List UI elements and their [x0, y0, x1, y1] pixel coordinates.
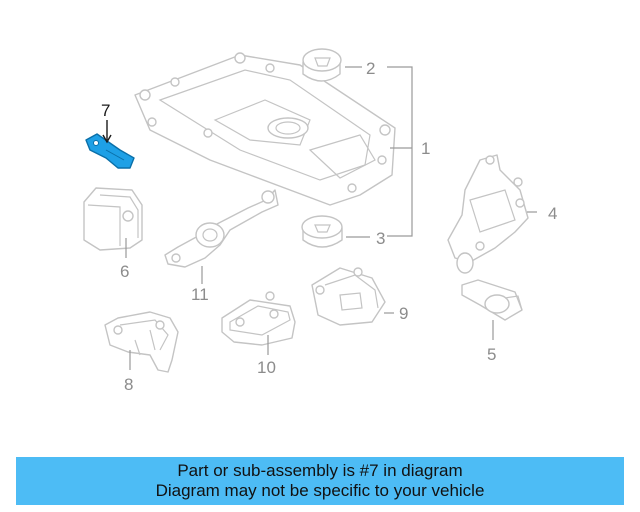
- part-3-bushing: [301, 215, 343, 248]
- callout-10: 10: [257, 358, 276, 377]
- callout-2: 2: [366, 59, 375, 78]
- banner-line-1: Part or sub-assembly is #7 in diagram: [177, 461, 463, 480]
- callout-7: 7: [101, 101, 110, 120]
- part-4-bracket: [447, 154, 529, 274]
- part-9-mount: [311, 267, 386, 326]
- banner-line-2: Diagram may not be specific to your vehi…: [155, 481, 485, 500]
- info-banner: Part or sub-assembly is #7 in diagram Di…: [16, 457, 624, 505]
- callout-4: 4: [548, 204, 557, 223]
- part-2-bushing: [302, 48, 342, 82]
- callout-11: 11: [191, 285, 209, 304]
- part-5-mount: [461, 279, 523, 321]
- callout-5: 5: [487, 345, 496, 364]
- callout-8: 8: [124, 375, 133, 394]
- parts-diagram: 1 2 3 4 5 6 7 8 9 10 11: [83, 48, 557, 394]
- part-8-mount: [104, 311, 179, 373]
- leader-lines: [102, 66, 537, 370]
- part-11-torque-rod: [164, 189, 279, 268]
- callout-1: 1: [421, 139, 430, 158]
- callout-6: 6: [120, 262, 129, 281]
- part-6-mount: [83, 187, 143, 251]
- part-7-bracket: [85, 133, 135, 169]
- part-1-subframe: [134, 52, 396, 206]
- callout-3: 3: [376, 229, 385, 248]
- part-10-mount: [221, 291, 296, 346]
- callout-9: 9: [399, 304, 408, 323]
